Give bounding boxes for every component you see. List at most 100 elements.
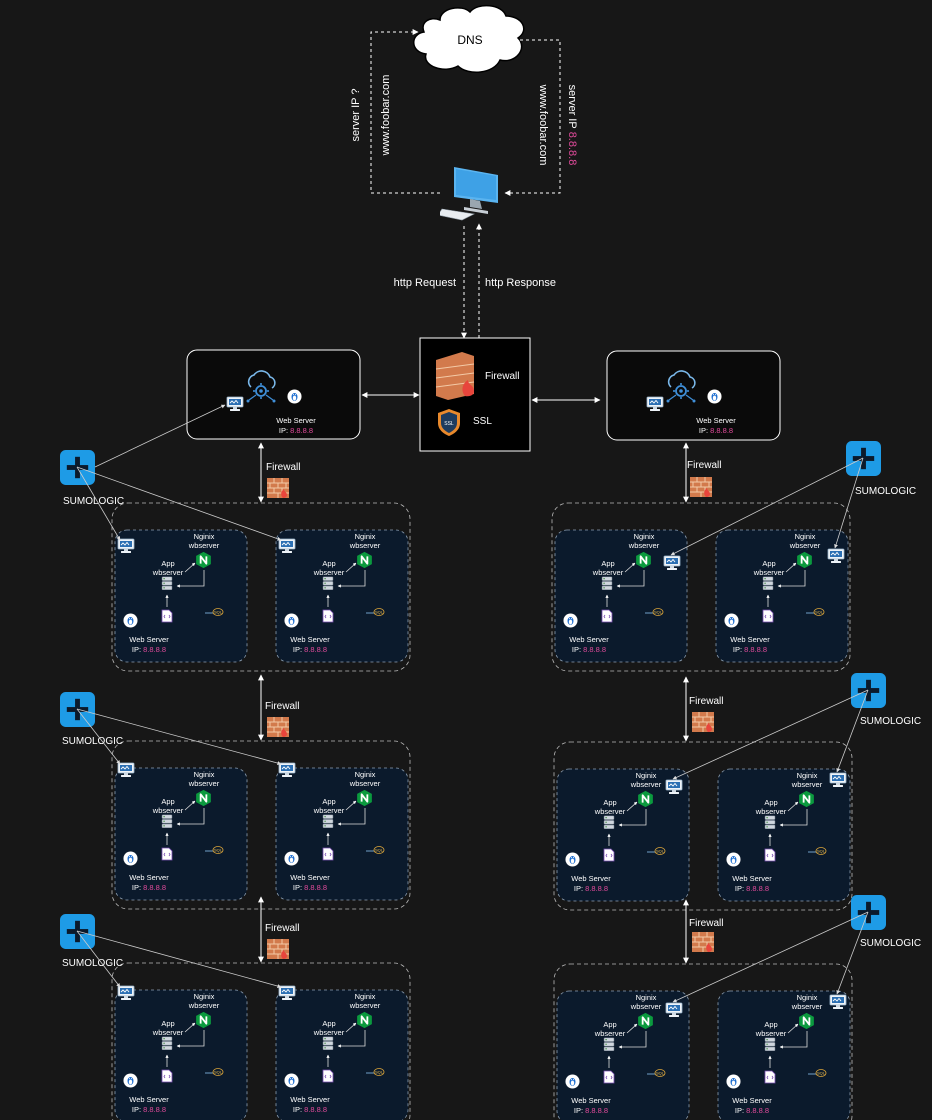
web-server-ip: IP: 8.8.8.8	[733, 645, 767, 654]
nginx-to-app-arrow	[777, 570, 806, 588]
app-server-icon	[161, 1036, 173, 1051]
dns-answer-connector	[504, 39, 561, 196]
app-server-icon	[601, 576, 613, 591]
nginx-to-app-arrow	[176, 1030, 205, 1048]
server-cluster	[111, 502, 411, 672]
app-server-label: App	[762, 559, 775, 568]
app-server-label: wbserver	[152, 568, 184, 577]
app-server-label: App	[764, 1020, 777, 1029]
firewall-icon	[691, 711, 715, 733]
dns-domain-right-label: www.foobar.com	[537, 84, 549, 166]
dns-answer-label: server IP8.8.8.8	[566, 85, 578, 166]
app-server-label: wbserver	[755, 807, 787, 816]
app-server-label: wbserver	[313, 1028, 345, 1037]
app-to-nginx-arrow	[626, 1023, 638, 1034]
app-server-label: wbserver	[592, 568, 624, 577]
load-balancer-right: Web Server IP: 8.8.8.8	[606, 350, 781, 441]
nginx-to-app-arrow	[337, 808, 366, 826]
log-shipping-connector	[836, 689, 869, 773]
sumologic-label: SUMOLOGIC	[62, 958, 123, 969]
nginx-to-app-arrow	[618, 1031, 647, 1049]
load-balancer-left: Web Server IP: 8.8.8.8	[186, 349, 361, 440]
app-server-icon	[161, 814, 173, 829]
firewall-icon	[689, 476, 713, 498]
nginx-label: wbserver	[791, 780, 823, 789]
nginx-label: Nginix	[194, 992, 215, 1001]
app-to-nginx-arrow	[345, 562, 357, 573]
server-cluster	[111, 962, 411, 1120]
client-computer-icon	[440, 166, 499, 221]
nginx-label: Nginix	[636, 993, 657, 1002]
svg-text:SSL: SSL	[444, 421, 454, 427]
gateway-firewall-label: Firewall	[485, 371, 519, 382]
app-server-icon	[762, 576, 774, 591]
web-server-label: Web Server	[732, 874, 772, 883]
web-server-label: Web Server	[290, 1095, 330, 1104]
app-to-nginx-arrow	[626, 801, 638, 812]
linux-icon	[726, 1074, 741, 1089]
gateway-ssl-label: SSL	[473, 416, 492, 427]
app-server-icon	[322, 576, 334, 591]
linux-icon	[123, 851, 138, 866]
web-server-label: Web Server	[730, 635, 770, 644]
app-server-icon	[322, 1036, 334, 1051]
nginx-to-app-arrow	[616, 570, 645, 588]
nginx-label: Nginix	[355, 532, 376, 541]
web-server-ip: IP: 8.8.8.8	[735, 1106, 769, 1115]
app-server-label: App	[161, 797, 174, 806]
code-file-icon	[322, 847, 334, 861]
code-file-icon	[603, 1070, 615, 1084]
log-shipping-connector	[672, 689, 869, 780]
linux-icon	[565, 1074, 580, 1089]
app-server-label: App	[764, 798, 777, 807]
firewall-icon	[266, 477, 290, 499]
app-server-label: wbserver	[152, 806, 184, 815]
nginx-label: wbserver	[349, 541, 381, 550]
code-file-icon	[601, 609, 613, 623]
nginx-to-app-arrow	[176, 570, 205, 588]
sumologic-icon	[851, 895, 886, 930]
code-file-icon	[762, 609, 774, 623]
code-file-icon	[161, 1069, 173, 1083]
linux-icon	[284, 1073, 299, 1088]
load-balancer-ip: IP: 8.8.8.8	[279, 426, 313, 435]
web-server-ip: IP: 8.8.8.8	[735, 884, 769, 893]
nginx-label: wbserver	[630, 1002, 662, 1011]
app-server-label: App	[603, 1020, 616, 1029]
app-server-label: App	[322, 559, 335, 568]
app-server-icon	[603, 815, 615, 830]
sumologic-label: SUMOLOGIC	[855, 486, 916, 497]
app-server-icon	[764, 815, 776, 830]
app-to-nginx-arrow	[345, 800, 357, 811]
ssl-shield-icon: SSL	[438, 409, 460, 436]
nginx-label: Nginix	[194, 532, 215, 541]
web-server-label: Web Server	[571, 1096, 611, 1105]
firewall-icon	[266, 938, 290, 960]
load-balancer-ip: IP: 8.8.8.8	[699, 426, 733, 435]
linux-icon	[287, 389, 302, 404]
app-to-nginx-arrow	[345, 1022, 357, 1033]
dns-cloud	[413, 4, 525, 73]
app-server-label: App	[161, 559, 174, 568]
server-cluster	[553, 963, 853, 1120]
app-server-label: App	[322, 1019, 335, 1028]
linux-icon	[565, 852, 580, 867]
code-file-icon	[322, 609, 334, 623]
app-server-label: wbserver	[313, 568, 345, 577]
nginx-label: Nginix	[194, 770, 215, 779]
web-server-label: Web Server	[732, 1096, 772, 1105]
log-shipping-connector	[834, 457, 864, 549]
app-server-label: App	[322, 797, 335, 806]
sumologic-icon	[851, 673, 886, 708]
nginx-label: wbserver	[630, 780, 662, 789]
dns-domain-left-label: www.foobar.com	[380, 75, 392, 157]
app-server-label: wbserver	[755, 1029, 787, 1038]
app-server-icon	[161, 576, 173, 591]
nginx-label: Nginix	[797, 993, 818, 1002]
nginx-label: wbserver	[791, 1002, 823, 1011]
app-server-label: App	[603, 798, 616, 807]
nginx-label: Nginix	[355, 992, 376, 1001]
